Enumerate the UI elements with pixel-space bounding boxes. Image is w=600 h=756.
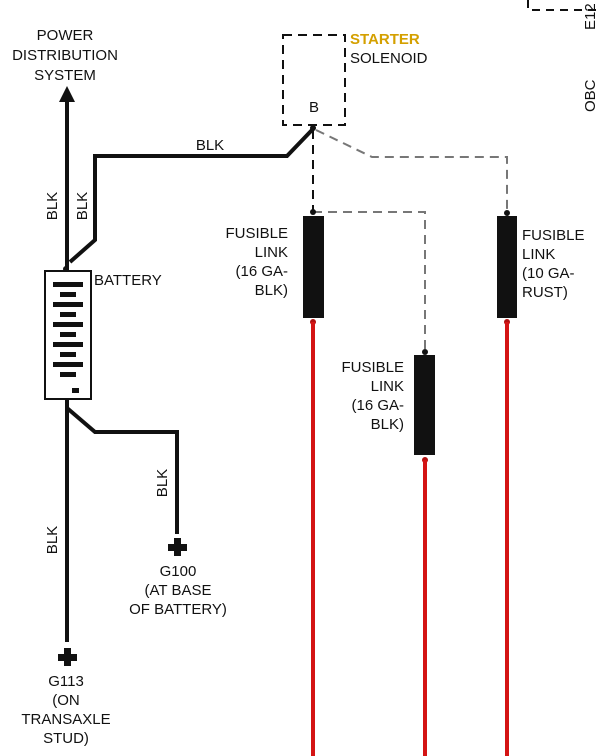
fusible-link-3-line-1: FUSIBLE: [522, 227, 585, 244]
edge-fragment-2: OBC: [582, 79, 599, 112]
ground-g113-line-3: TRANSAXLE: [21, 711, 110, 728]
fusible-link-3-line-3: (10 GA-: [522, 265, 575, 282]
fusible-link-1-line-3: (16 GA-: [235, 263, 288, 280]
battery-positive-node: [63, 266, 69, 272]
arrow-up-icon: [59, 86, 75, 102]
wire-label-top-horizontal: BLK: [196, 137, 224, 154]
dashed-feed-link-3: [315, 129, 508, 212]
wire-battery-to-starter[interactable]: [68, 128, 314, 264]
solenoid-title-2: SOLENOID: [350, 50, 428, 67]
ground-g100-line-2: (AT BASE: [145, 582, 212, 599]
node-link-1-top: [310, 209, 316, 215]
partial-component-box: [527, 0, 600, 11]
fusible-link-2[interactable]: [414, 355, 435, 455]
fusible-link-2-line-3: (16 GA-: [351, 397, 404, 414]
dashed-feed-link-2: [313, 211, 426, 352]
battery-symbol[interactable]: [44, 270, 92, 400]
battery-label: BATTERY: [94, 272, 162, 289]
ground-g113-icon: [58, 648, 77, 666]
wire-label-left-1: BLK: [44, 192, 61, 220]
fusible-link-2-line-1: FUSIBLE: [341, 359, 404, 376]
edge-fragment-1: E12: [582, 3, 599, 30]
solenoid-terminal-b: B: [309, 99, 319, 116]
ground-g113-line-4: STUD): [43, 730, 89, 747]
power-label-line-1: POWER: [37, 27, 94, 44]
ground-g100-line-1: G100: [160, 563, 197, 580]
wire-label-left-2: BLK: [74, 192, 91, 220]
fusible-link-2-line-4: BLK): [371, 416, 404, 433]
fusible-link-1-line-4: BLK): [255, 282, 288, 299]
fusible-link-3[interactable]: [497, 216, 517, 318]
wire-ground-g100[interactable]: [65, 406, 179, 534]
fusible-link-2-line-2: LINK: [371, 378, 404, 395]
fusible-link-1-line-1: FUSIBLE: [225, 225, 288, 242]
fusible-link-1[interactable]: [303, 216, 324, 318]
power-label-line-3: SYSTEM: [34, 67, 96, 84]
ground-g100-icon: [168, 538, 187, 556]
ground-g113-line-1: G113: [48, 673, 84, 690]
ground-g113-line-2: (ON: [52, 692, 80, 709]
fusible-link-3-line-4: RUST): [522, 284, 568, 301]
wire-label-lower-left: BLK: [44, 526, 61, 554]
solenoid-title-1: STARTER: [350, 31, 420, 48]
fusible-link-3-line-2: LINK: [522, 246, 555, 263]
node-link-3-top: [504, 210, 510, 216]
starter-solenoid-box[interactable]: [282, 34, 346, 126]
terminal-b-node: [310, 125, 316, 131]
node-link-2-top: [422, 349, 428, 355]
wire-label-ground-branch: BLK: [154, 469, 171, 497]
fusible-link-1-line-2: LINK: [255, 244, 288, 261]
ground-g100-line-3: OF BATTERY): [129, 601, 227, 618]
power-label-line-2: DISTRIBUTION: [12, 47, 118, 64]
